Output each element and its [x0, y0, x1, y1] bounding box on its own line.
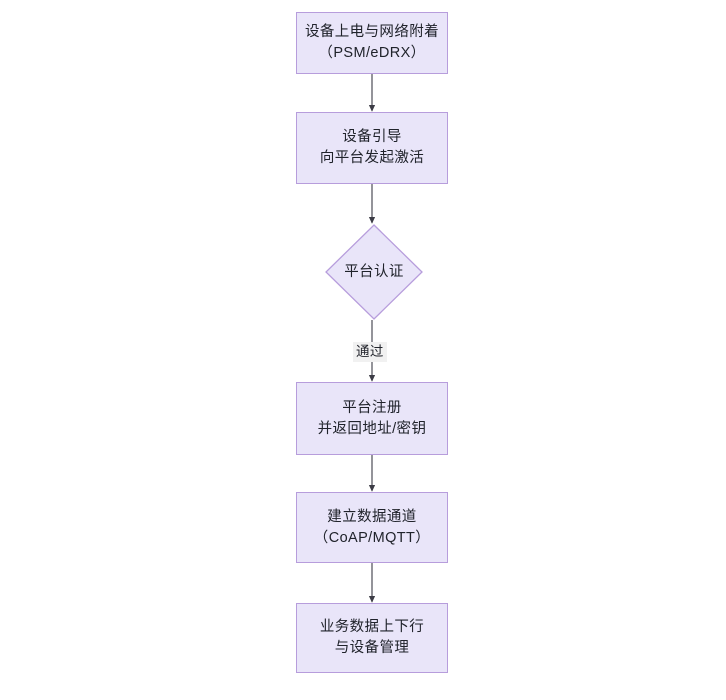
node-label-line: （CoAP/MQTT）	[313, 529, 431, 546]
node-label-line: 平台注册	[342, 399, 402, 416]
diamond-shape	[325, 224, 423, 320]
decision-node-n3: 平台认证	[325, 224, 423, 320]
process-node-n2: 设备引导向平台发起激活	[296, 112, 448, 184]
process-node-n1: 设备上电与网络附着 （PSM/eDRX）	[296, 12, 448, 74]
process-node-n6: 业务数据上下行与设备管理	[296, 603, 448, 673]
process-node-n5: 建立数据通道 （CoAP/MQTT）	[296, 492, 448, 563]
node-label-line: 并返回地址/密钥	[317, 420, 427, 437]
node-label-line: 建立数据通道	[327, 508, 417, 525]
edge-label-e3: 通过	[353, 342, 387, 362]
process-node-n4: 平台注册并返回地址/密钥	[296, 382, 448, 455]
node-label-line: （PSM/eDRX）	[318, 45, 426, 61]
node-label-line: 业务数据上下行	[319, 619, 425, 635]
node-label-line: 向平台发起激活	[319, 150, 425, 166]
node-label-line: 设备引导	[342, 129, 402, 145]
node-label-line: 与设备管理	[334, 640, 410, 656]
node-label: 平台认证	[344, 263, 404, 280]
node-label-line: 设备上电与网络附着	[304, 24, 440, 40]
